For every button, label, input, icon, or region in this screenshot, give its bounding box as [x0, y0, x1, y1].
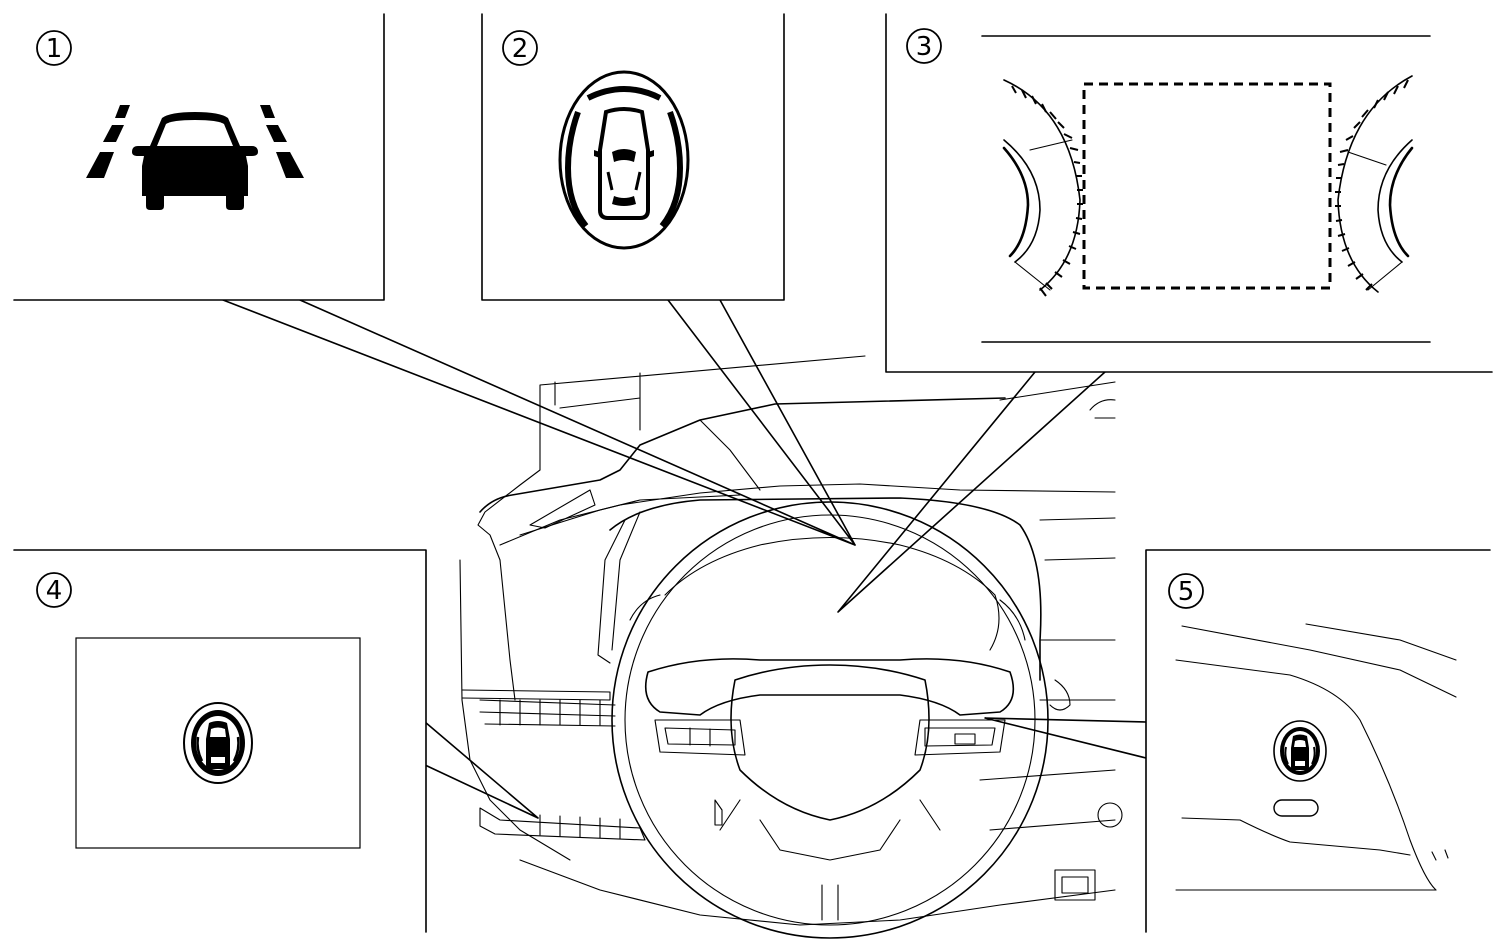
callout-number-4: 4 — [36, 572, 72, 608]
callout-number-1: 1 — [36, 30, 72, 66]
callout-panel-1: 1 — [10, 10, 385, 301]
blind-spot-monitor-icon — [196, 721, 240, 769]
door-panel-illustration — [1175, 623, 1457, 891]
blind-spot-monitor-icon — [558, 70, 690, 250]
callout-panel-5: 5 — [1145, 549, 1492, 936]
svg-text:1: 1 — [46, 34, 63, 64]
callout-number-3: 3 — [906, 28, 942, 64]
svg-text:2: 2 — [512, 34, 529, 64]
svg-text:3: 3 — [916, 32, 933, 62]
blind-spot-monitor-button[interactable] — [1273, 720, 1327, 782]
steering-wheel-hub — [730, 664, 930, 821]
lane-keep-assist-icon — [86, 105, 304, 210]
svg-text:5: 5 — [1178, 577, 1195, 607]
callout-panel-3: 3 — [885, 10, 1493, 373]
instrument-cluster-display — [981, 35, 1431, 343]
leader-lines — [222, 299, 1147, 819]
callout-number-5: 5 — [1168, 573, 1204, 609]
svg-text:4: 4 — [46, 576, 63, 606]
blind-spot-monitor-icon — [1284, 734, 1316, 770]
callout-panel-2: 2 — [481, 10, 785, 301]
dashboard-illustration — [459, 355, 1123, 939]
blind-spot-monitor-button[interactable] — [183, 702, 253, 784]
callout-panel-4: 4 — [10, 549, 427, 936]
callout-number-2: 2 — [502, 30, 538, 66]
